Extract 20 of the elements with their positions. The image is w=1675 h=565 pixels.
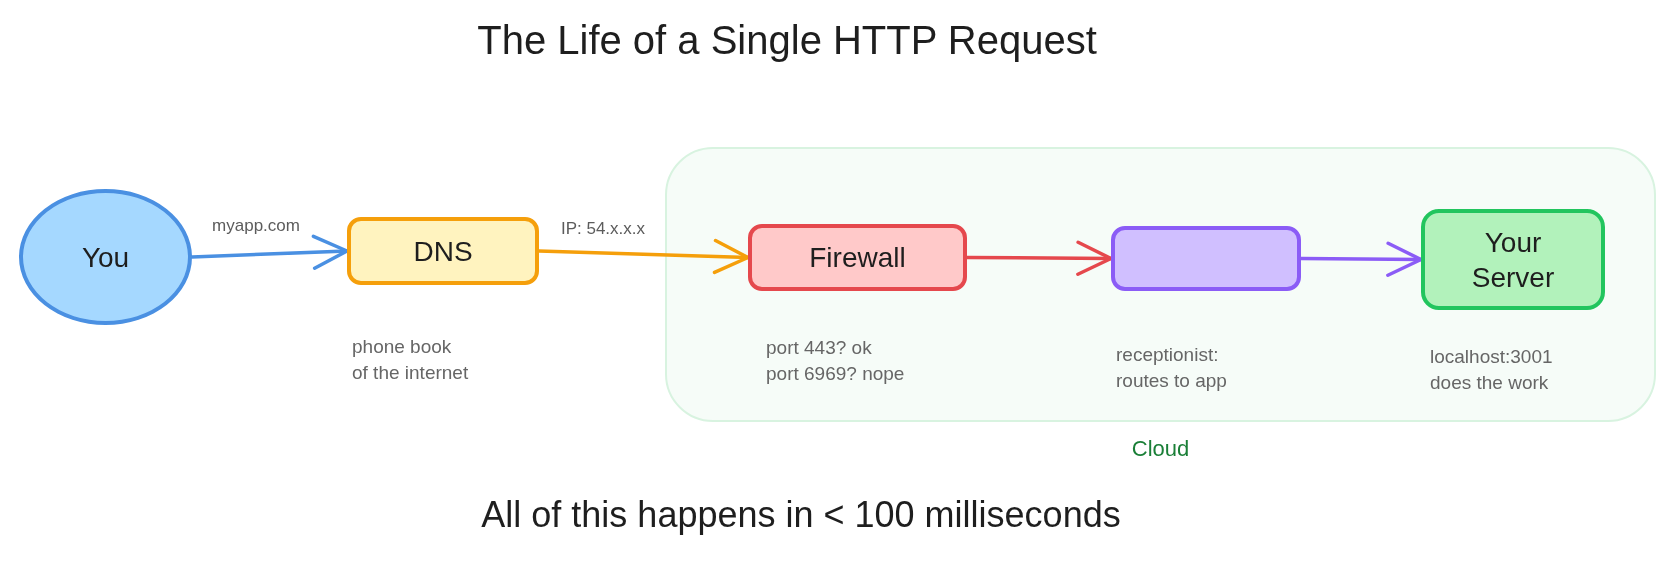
- process-box: [748, 224, 967, 291]
- node-label: DNS: [413, 234, 473, 269]
- note-text: phone book of the internet: [352, 335, 470, 386]
- note-text: localhost:3001 does the work: [1430, 345, 1554, 396]
- note-text: port 6969? nope: [766, 362, 905, 387]
- diagram-title: The Life of a Single HTTP Request: [477, 18, 1097, 63]
- diagram-caption: All of this happens in < 100 milliseconds: [481, 494, 1121, 536]
- note-text: port 443? ok: [766, 336, 872, 360]
- process-box: [1111, 226, 1301, 291]
- arrow: [1299, 241, 1423, 277]
- arrow: [965, 240, 1113, 276]
- note-text: receptionist: routes to app: [1116, 343, 1228, 394]
- node-label: Your Server: [1470, 225, 1556, 295]
- process-box: [1421, 209, 1605, 310]
- node-label: Firewall: [809, 241, 906, 275]
- arrow: [190, 234, 349, 270]
- arrow: [537, 238, 750, 275]
- group-label: Cloud: [1131, 436, 1190, 462]
- node-label: You: [81, 240, 130, 275]
- process-box: [347, 217, 539, 285]
